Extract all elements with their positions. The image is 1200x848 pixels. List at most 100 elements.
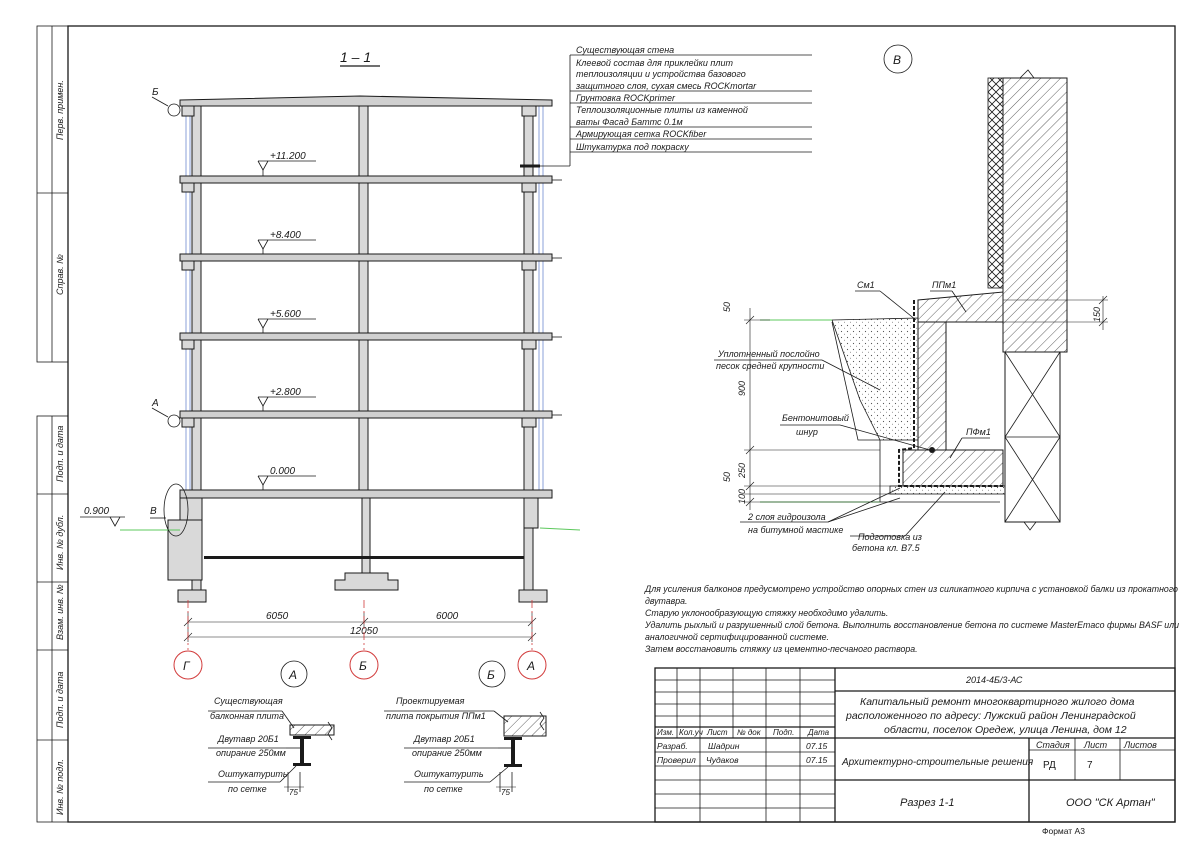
tb-h-list: Лист: [706, 728, 728, 737]
tb-list-h: Лист: [1083, 740, 1108, 750]
dim-6000: 6000: [436, 611, 459, 622]
note-1: двутавра.: [645, 596, 688, 606]
tb-drawing-name: Разрез 1-1: [900, 797, 955, 809]
detail-b-label3-1: Оштукатурить: [414, 769, 484, 779]
title-block: 2014-4Б/3-АС Капитальный ремонт многоква…: [654, 667, 1176, 836]
tb-sheet-no: 7: [1087, 760, 1093, 771]
callout-v: В: [150, 506, 157, 517]
dim-6050: 6050: [266, 611, 289, 622]
side-stamp-4: Инв. № дубл.: [55, 515, 65, 570]
detail-b-label3-2: по сетке: [424, 784, 463, 794]
tb-company: ООО "СК Артан": [1066, 797, 1156, 809]
tb-code: 2014-4Б/3-АС: [965, 675, 1023, 685]
tb-h-podp: Подп.: [773, 728, 794, 737]
level-11200: +11.200: [270, 151, 306, 162]
label-hydro-1: 2 слоя гидроизола: [747, 512, 826, 522]
detail-a-label1-1: Существующая: [214, 696, 283, 706]
tb-name-0: Шадрин: [708, 741, 740, 751]
note-5: Затем восстановить стяжку из цементно-пе…: [645, 644, 918, 654]
layer-callout: Существующая стена Клеевой состав для пр…: [540, 45, 812, 167]
dim-900: 900: [737, 381, 747, 396]
notes: Для усиления балконов предусмотрено устр…: [644, 584, 1179, 654]
label-hydro-2: на битумной мастике: [748, 525, 843, 535]
tb-h-ndok: № док: [737, 728, 762, 737]
detail-v-bubble: В: [893, 53, 901, 67]
tb-stage: РД: [1043, 760, 1056, 771]
callout-a: А: [151, 398, 159, 409]
detail-v: В: [714, 44, 1108, 553]
axis-b: Б: [359, 659, 367, 673]
label-pfm1: ПФм1: [966, 427, 991, 437]
layer-2: теплоизоляции и устройства базового: [576, 69, 746, 79]
side-stamp-7: Инв. № подл.: [55, 759, 65, 815]
detail-b: Б 75 Проектируемая плита покрытия ППм1 Д…: [384, 660, 547, 797]
tb-format: Формат А3: [1042, 826, 1085, 836]
side-stamp-3: Подп. и дата: [55, 426, 65, 482]
axis-g: Г: [183, 659, 191, 673]
layer-8: Штукатурка под покраску: [576, 142, 689, 152]
detail-b-bubble: Б: [487, 668, 495, 682]
dim-50b: 50: [722, 472, 732, 482]
label-bent-2: шнур: [796, 427, 818, 437]
tb-date-1: 07.15: [806, 755, 828, 765]
dim-100: 100: [737, 489, 747, 504]
tb-role-1: Проверил: [657, 755, 696, 765]
layer-6: ваты Фасад Баттс 0.1м: [576, 117, 683, 127]
tb-section-name: Архитектурно-строительные решения: [841, 757, 1034, 768]
side-stamp: Перв. примен. Справ. № Подп. и дата Инв.…: [55, 80, 65, 815]
tb-project-3: области, поселок Оредеж, улица Ленина, д…: [884, 724, 1127, 736]
section-title: 1 – 1: [340, 49, 371, 65]
side-stamp-1: Перв. примен.: [55, 80, 65, 140]
grid-axes: Г Б А: [173, 600, 547, 680]
side-stamp-6: Подп. и дата: [55, 672, 65, 728]
label-prep-2: бетона кл. В7.5: [852, 543, 921, 553]
section-callouts: Б А В: [150, 87, 181, 519]
detail-a-label3-1: Оштукатурить: [218, 769, 288, 779]
dim-250: 250: [737, 463, 747, 479]
axis-a: А: [526, 659, 535, 673]
tb-h-data: Дата: [807, 728, 830, 737]
detail-a-label2-2: опирание 250мм: [216, 748, 286, 758]
section-dimensions: 6050 6000 12050: [183, 611, 537, 642]
level-marks: +11.200 +8.400 +5.600 +2.800 0.000 0.900: [80, 151, 316, 527]
note-0: Для усиления балконов предусмотрено устр…: [644, 584, 1178, 594]
detail-a-label3-2: по сетке: [228, 784, 267, 794]
tb-project-1: Капитальный ремонт многоквартирного жило…: [860, 696, 1135, 708]
layer-5: Теплоизоляционные плиты из каменной: [576, 105, 748, 115]
tb-name-1: Чудаков: [706, 755, 739, 765]
label-sm1: См1: [857, 280, 875, 290]
detail-b-label1-2: плита покрытия ППм1: [386, 711, 486, 721]
note-2: Старую уклонообразующую стяжку необходим…: [645, 608, 888, 618]
ground-level: 0.900: [84, 506, 109, 517]
level-0000: 0.000: [270, 466, 295, 477]
detail-b-label2-2: опирание 250мм: [412, 748, 482, 758]
tb-h-koluch: Кол.уч: [679, 728, 703, 737]
level-8400: +8.400: [270, 230, 301, 241]
tb-date-0: 07.15: [806, 741, 828, 751]
tb-listov-h: Листов: [1123, 740, 1157, 750]
detail-a-dim: 75: [289, 788, 298, 797]
tb-stage-h: Стадия: [1036, 740, 1070, 750]
dim-150: 150: [1092, 307, 1102, 322]
level-2800: +2.800: [270, 387, 301, 398]
section-1-1: 1 – 1: [80, 45, 812, 680]
sheet-frame: [36, 25, 1176, 823]
detail-a: А 75 Существующая балконная плита Двутав…: [208, 660, 335, 797]
detail-b-label1-1: Проектируемая: [396, 696, 465, 706]
dim-12050: 12050: [350, 626, 378, 637]
side-stamp-2: Справ. №: [55, 254, 65, 295]
label-ppm1: ППм1: [932, 280, 956, 290]
label-sand-2: песок средней крупности: [716, 361, 824, 371]
note-3: Удалить рыхлый и разрушенный слой бетона…: [644, 620, 1179, 630]
level-5600: +5.600: [270, 309, 301, 320]
layer-3: защитного слоя, сухая смесь ROCKmortar: [575, 81, 757, 91]
callout-b: Б: [152, 87, 159, 98]
tb-project-2: расположенного по адресу: Лужский район …: [845, 710, 1136, 722]
layer-1: Клеевой состав для приклейки плит: [576, 58, 733, 68]
note-4: аналогичной сертифицированной системе.: [645, 632, 829, 642]
detail-a-label2-1: Двутавр 20Б1: [217, 734, 279, 744]
detail-b-dim: 75: [501, 788, 510, 797]
tb-h-izm: Изм.: [657, 728, 674, 737]
layer-7: Армирующая сетка ROCKfiber: [575, 129, 707, 139]
label-sand-1: Уплотненный послойно: [717, 349, 820, 359]
